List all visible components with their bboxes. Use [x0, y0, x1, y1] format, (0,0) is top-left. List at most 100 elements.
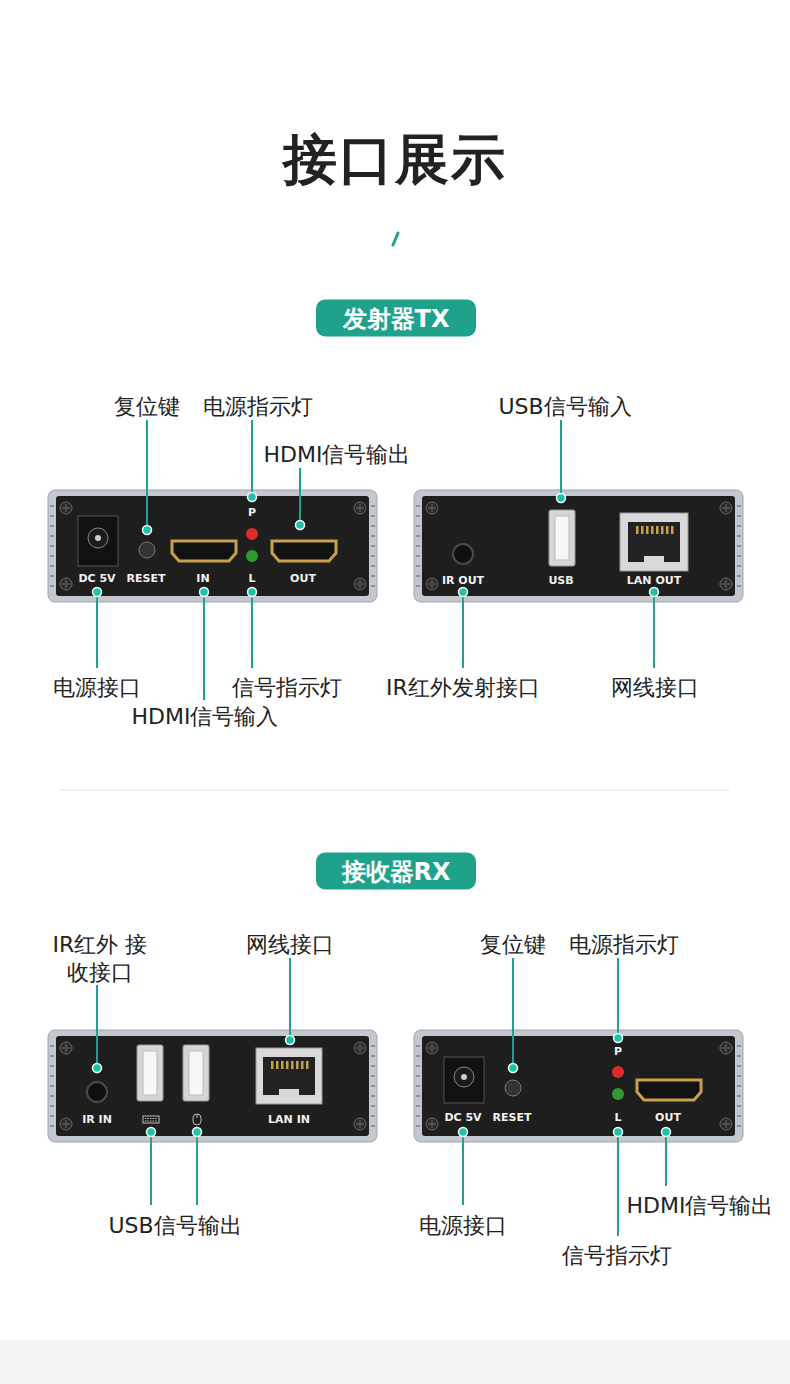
callout-dot — [147, 1128, 156, 1137]
rx-back-ports — [279, 1089, 299, 1095]
callout-label: 信号指示灯 — [562, 1241, 672, 1271]
tx-front-ports — [272, 541, 336, 561]
tx-back-ports — [453, 510, 688, 571]
callout-label: 网线接口 — [246, 930, 334, 960]
callout-dot — [248, 588, 257, 597]
decor — [393, 233, 398, 245]
rx-back-ports — [87, 1045, 322, 1125]
tx-front-ports — [246, 550, 258, 562]
rx-back-ports — [137, 1045, 163, 1101]
rx-back-ports — [193, 1114, 201, 1125]
port-label: L — [614, 1111, 621, 1124]
tx-front-ports — [172, 541, 236, 561]
tx-front-ports — [78, 516, 336, 566]
callout-dot — [93, 588, 102, 597]
rx-back-ports — [145, 1119, 157, 1122]
tx-back-ports — [549, 510, 575, 566]
callout-label: 电源接口 — [419, 1211, 507, 1241]
tx-back-ports — [628, 522, 680, 562]
callout-dot — [93, 493, 671, 1137]
rx-front-ports — [612, 1066, 624, 1078]
port-label: IR IN — [82, 1113, 112, 1126]
callout-label: 复位键 — [114, 392, 180, 422]
port-label: P — [248, 506, 256, 519]
port-label: P — [614, 1045, 622, 1058]
callout-label: 电源指示灯 — [569, 930, 679, 960]
port-label: LAN IN — [268, 1113, 310, 1126]
tx-back-panel — [414, 490, 743, 602]
port-label: L — [248, 572, 255, 585]
rx-back-ports — [269, 1061, 309, 1069]
leader-line — [463, 420, 654, 668]
callout-label: HDMI信号输出 — [627, 1191, 774, 1221]
callout-dot — [509, 1064, 518, 1073]
callout-label: 电源指示灯 — [203, 392, 313, 422]
rx-back-ports — [189, 1051, 203, 1095]
port-label: DC 5V — [78, 572, 115, 585]
port-label: IN — [196, 572, 209, 585]
callout-label: 信号指示灯 — [232, 673, 342, 703]
callout-dot — [662, 1128, 671, 1137]
rx-front-ports — [612, 1088, 624, 1100]
callout-dot — [459, 1128, 468, 1137]
rx-front-ports — [637, 1080, 701, 1100]
callout-dot — [459, 588, 468, 597]
callout-dot — [93, 1064, 102, 1073]
rx-back-ports — [197, 1114, 198, 1118]
callout-dot — [557, 494, 566, 503]
rx-front-ports — [444, 1057, 484, 1103]
callout-dot — [614, 1128, 623, 1137]
rx-front-ports — [444, 1057, 701, 1103]
rx-front-panel — [414, 1030, 743, 1142]
callout-label: USB信号输入 — [498, 392, 631, 422]
tx-back-ports — [453, 544, 473, 564]
tx-front-ports — [246, 528, 258, 540]
port-label: OUT — [290, 572, 316, 585]
port-label: DC 5V — [444, 1111, 481, 1124]
port-label: RESET — [127, 572, 166, 585]
callout-label: IR红外 接收接口 — [50, 931, 150, 986]
tx-back-ports — [620, 513, 688, 571]
decor — [0, 1340, 790, 1384]
tx-back-ports — [644, 556, 664, 562]
tx-front-ports — [88, 528, 108, 548]
section-title: 接收器RX — [342, 855, 451, 887]
callout-dot — [650, 588, 659, 597]
section-pill: 发射器TX — [316, 300, 476, 337]
port-label: USB — [548, 574, 573, 587]
callout-dot — [296, 521, 305, 530]
leader-line — [97, 958, 290, 1205]
tx-front-panel — [48, 490, 377, 602]
callout-label: 复位键 — [480, 930, 546, 960]
section-title: 发射器TX — [343, 302, 450, 334]
rx-back-ports — [87, 1082, 107, 1102]
callout-label: IR红外发射接口 — [386, 673, 540, 703]
port-label: IR OUT — [442, 574, 484, 587]
tx-back-ports — [634, 526, 674, 534]
tx-front-ports — [95, 535, 101, 541]
callout-label: 电源接口 — [53, 673, 141, 703]
tx-front-ports — [139, 542, 155, 558]
rx-front-ports — [505, 1080, 521, 1096]
rx-back-ports — [143, 1051, 157, 1095]
rx-back-ports — [263, 1057, 315, 1095]
port-label: LAN OUT — [627, 574, 681, 587]
callout-label: USB信号输出 — [108, 1211, 241, 1241]
callout-label: HDMI信号输出 — [264, 440, 411, 470]
callout-dot — [143, 526, 152, 535]
decor — [0, 233, 790, 1384]
callout-dot — [614, 1034, 623, 1043]
port-label: OUT — [655, 1111, 681, 1124]
rx-front-ports — [454, 1067, 474, 1087]
callout-dot — [200, 588, 209, 597]
tx-front-ports — [78, 516, 118, 566]
rx-back-ports — [183, 1045, 209, 1101]
rx-front-ports — [461, 1074, 467, 1080]
page-title: 接口展示 — [283, 124, 507, 197]
rx-back-ports — [256, 1048, 322, 1104]
rx-back-ports — [143, 1116, 159, 1123]
tx-back-ports — [555, 516, 569, 560]
callout-label: 网线接口 — [611, 673, 699, 703]
port-label: RESET — [493, 1111, 532, 1124]
decor — [60, 789, 730, 791]
